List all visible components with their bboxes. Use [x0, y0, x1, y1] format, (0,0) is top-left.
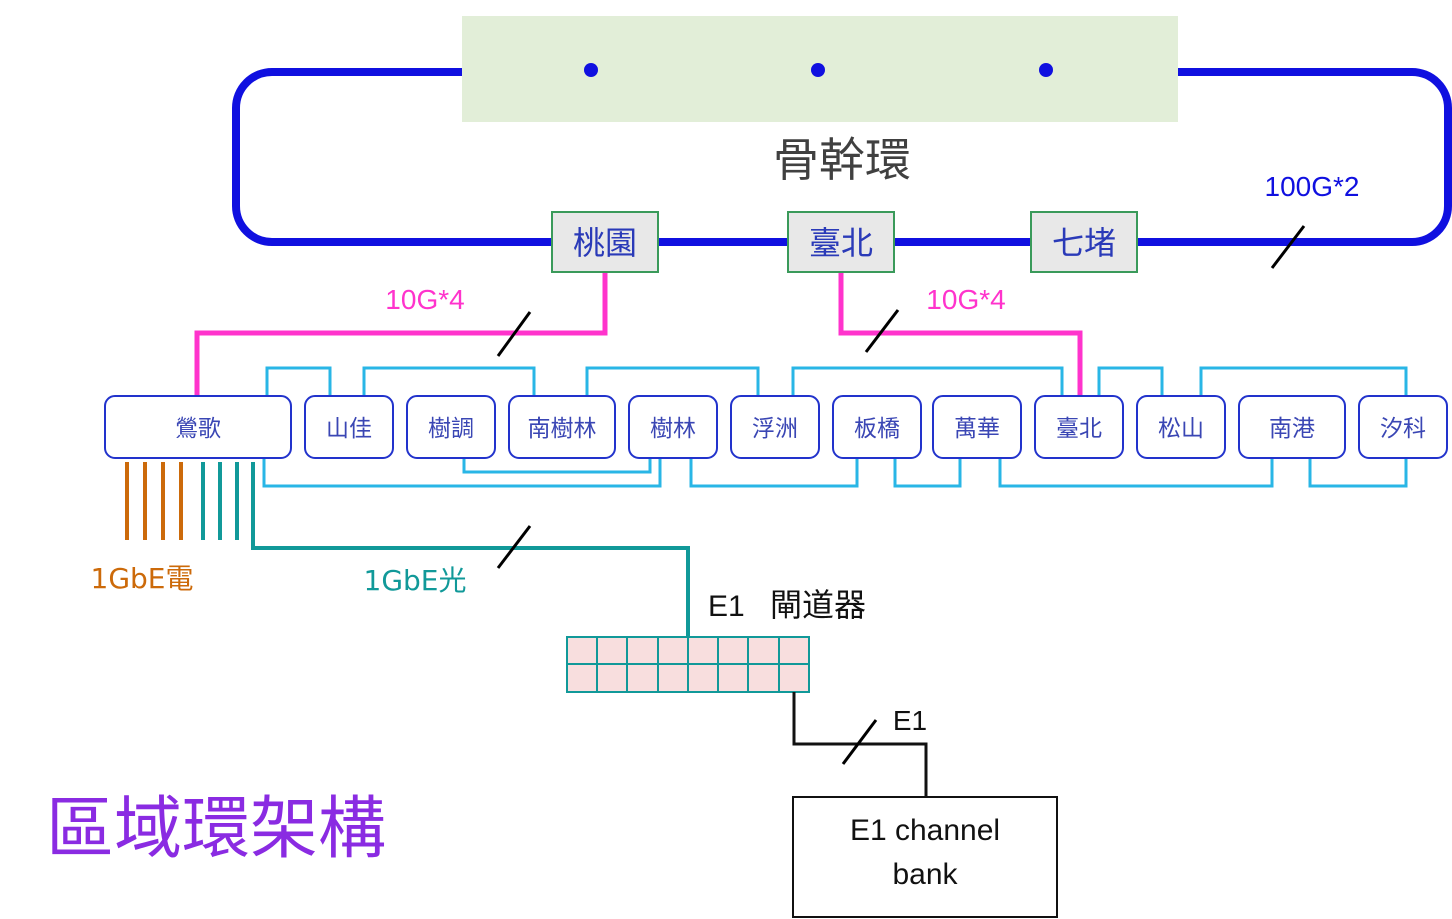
ring-node-label: 萬華 [954, 416, 1000, 442]
backbone-node-label: 七堵 [1052, 224, 1116, 262]
ring-node-shanjia[interactable]: 山佳 [304, 395, 394, 459]
ring-node-label: 板橋 [854, 416, 900, 442]
uplink-left-label: 10G*4 [385, 284, 464, 315]
fiber-slash [496, 525, 532, 569]
ring-node-label: 臺北 [1056, 416, 1102, 442]
ring-node-wanhua[interactable]: 萬華 [932, 395, 1022, 459]
backbone-node-label: 臺北 [809, 224, 873, 262]
ring-node-fuzhou[interactable]: 浮洲 [730, 395, 820, 459]
diagram-title: 區域環架構 [46, 790, 386, 869]
backbone-capacity-label: 100G*2 [1265, 171, 1360, 202]
uplink-right [838, 272, 1083, 398]
backbone-node-label: 桃園 [573, 224, 637, 262]
ring-links [262, 366, 1408, 488]
copper-label: 1GbE電 [91, 562, 194, 595]
backbone-slash [1270, 225, 1306, 269]
ring-node-label: 南港 [1269, 416, 1315, 442]
ring-node-songshan[interactable]: 松山 [1136, 395, 1226, 459]
ring-node-taipei[interactable]: 臺北 [1034, 395, 1124, 459]
ring-node-label: 松山 [1158, 416, 1204, 442]
uplink-left [194, 272, 608, 398]
channel-bank-line2: bank [892, 858, 958, 891]
e1-channel-bank[interactable]: E1 channel bank [792, 796, 1058, 918]
ring-node-shudiao[interactable]: 樹調 [406, 395, 496, 459]
ring-node-label: 南樹林 [528, 416, 597, 442]
ring-node-label: 山佳 [326, 416, 372, 442]
channel-bank-line1: E1 channel [850, 814, 1000, 847]
e1-link-slash [841, 719, 878, 765]
fiber-ports [201, 462, 690, 637]
core-dot [584, 63, 598, 77]
backbone-node-qidu[interactable]: 七堵 [1030, 211, 1138, 273]
ring-node-banqiao[interactable]: 板橋 [832, 395, 922, 459]
backbone-node-taoyuan[interactable]: 桃園 [551, 211, 659, 273]
ring-node-nangang[interactable]: 南港 [1238, 395, 1346, 459]
ring-node-label: 鶯歌 [175, 416, 221, 442]
e1-gateway[interactable] [566, 636, 810, 693]
backbone-title: 骨幹環 [773, 133, 911, 187]
uplink-left-slash [496, 311, 532, 357]
ring-node-label: 樹林 [650, 416, 696, 442]
ring-node-label: 浮洲 [752, 416, 798, 442]
backbone-node-taipei[interactable]: 臺北 [787, 211, 895, 273]
gateway-label-prefix: E1 [708, 590, 745, 623]
copper-ports [125, 462, 183, 540]
uplink-right-slash [864, 309, 900, 353]
e1-link [792, 692, 928, 797]
uplink-right-label: 10G*4 [926, 284, 1005, 315]
fiber-label: 1GbE光 [364, 564, 467, 597]
gateway-label-name: 閘道器 [770, 586, 866, 624]
ring-node-shulin[interactable]: 樹林 [628, 395, 718, 459]
core-dot [811, 63, 825, 77]
ring-node-label: 樹調 [428, 416, 474, 442]
ring-node-nanshulin[interactable]: 南樹林 [508, 395, 616, 459]
ring-node-xike[interactable]: 汐科 [1358, 395, 1448, 459]
e1-link-label: E1 [893, 705, 927, 736]
ring-node-yingge[interactable]: 鶯歌 [104, 395, 292, 459]
core-dot [1039, 63, 1053, 77]
ring-node-label: 汐科 [1380, 416, 1426, 442]
